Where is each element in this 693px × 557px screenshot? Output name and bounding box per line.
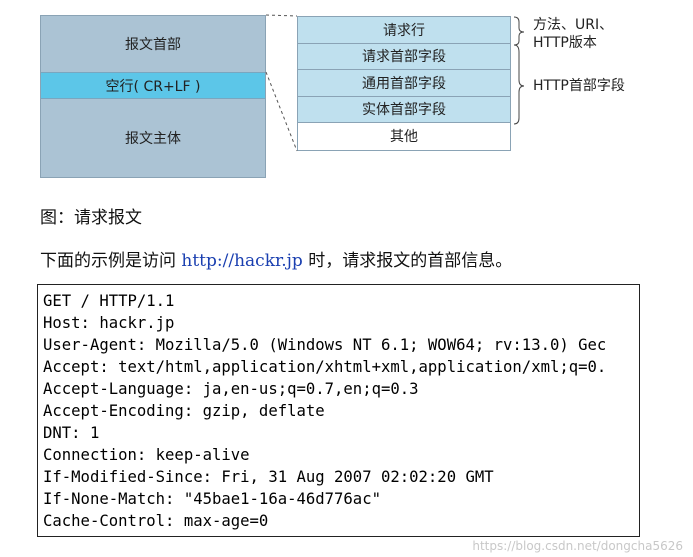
intro-suffix: 时，请求报文的首部信息。	[302, 251, 513, 271]
code-line: User-Agent: Mozilla/5.0 (Windows NT 6.1;…	[43, 336, 607, 354]
hackr-link[interactable]: http://hackr.jp	[181, 251, 303, 271]
header-fields-brace	[513, 44, 525, 125]
request-line-row: 请求行	[298, 17, 510, 44]
message-body-label: 报文主体	[125, 131, 181, 147]
code-line: Accept: text/html,application/xhtml+xml,…	[43, 358, 607, 376]
dashed-connector-top	[265, 14, 298, 17]
watermark: https://blog.csdn.net/dongcha5626	[472, 539, 683, 553]
intro-paragraph: 下面的示例是访问 http://hackr.jp 时，请求报文的首部信息。	[40, 246, 512, 271]
entity-header-fields-row: 实体首部字段	[298, 96, 510, 123]
general-header-fields-row: 通用首部字段	[298, 70, 510, 97]
code-line: Connection: keep-alive	[43, 446, 250, 464]
request-header-code-block: GET / HTTP/1.1 Host: hackr.jp User-Agent…	[37, 284, 640, 537]
code-line: Host: hackr.jp	[43, 314, 175, 332]
header-fields-annotation: HTTP首部字段	[533, 78, 625, 94]
general-header-fields-label: 通用首部字段	[362, 75, 446, 92]
request-header-fields-label: 请求首部字段	[362, 49, 446, 66]
code-line: If-None-Match: "45bae1-16a-46d776ac"	[43, 490, 381, 508]
request-line-annotation-line1: 方法、URI、	[533, 17, 614, 33]
code-line: If-Modified-Since: Fri, 31 Aug 2007 02:0…	[43, 468, 494, 486]
request-message-diagram: 报文首部 空行( CR+LF ) 报文主体 请求行 请求首部字段 通用首部字段 …	[0, 0, 693, 190]
blank-line-segment: 空行( CR+LF )	[41, 72, 265, 99]
code-line: GET / HTTP/1.1	[43, 292, 175, 310]
message-body-segment: 报文主体	[41, 99, 265, 177]
message-structure-block: 报文首部 空行( CR+LF ) 报文主体	[40, 15, 266, 178]
other-row: 其他	[298, 123, 510, 150]
figure-caption: 图：请求报文	[40, 208, 142, 228]
intro-prefix: 下面的示例是访问	[40, 251, 182, 271]
message-header-label: 报文首部	[125, 37, 181, 53]
message-header-segment: 报文首部	[41, 16, 265, 72]
header-detail-block: 请求行 请求首部字段 通用首部字段 实体首部字段 其他	[297, 16, 511, 151]
code-line: Accept-Encoding: gzip, deflate	[43, 402, 325, 420]
entity-header-fields-label: 实体首部字段	[362, 102, 446, 119]
request-line-annotation-line2: HTTP版本	[533, 35, 597, 51]
code-line: DNT: 1	[43, 424, 100, 442]
request-line-annotation: 方法、URI、 HTTP版本	[533, 16, 613, 52]
other-label: 其他	[390, 129, 418, 146]
request-line-label: 请求行	[383, 22, 425, 39]
code-line: Cache-Control: max-age=0	[43, 512, 269, 530]
dashed-connector-bottom	[265, 71, 298, 152]
request-header-fields-row: 请求首部字段	[298, 43, 510, 70]
code-line: Accept-Language: ja,en-us;q=0.7,en;q=0.3	[43, 380, 419, 398]
connector-lines	[265, 14, 525, 152]
blank-line-label: 空行( CR+LF )	[105, 78, 201, 95]
request-line-brace	[513, 16, 525, 46]
